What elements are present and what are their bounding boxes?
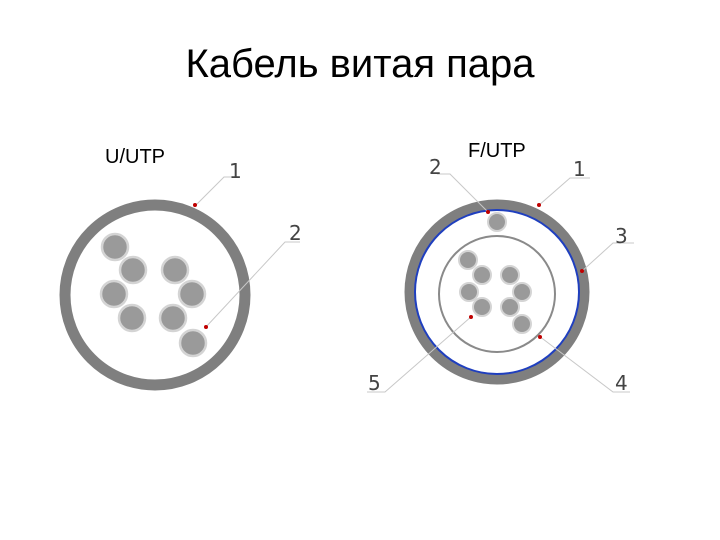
pointer bbox=[580, 269, 584, 273]
ftp-conductors bbox=[458, 212, 532, 334]
ftp-cable: 2 1 3 5 4 bbox=[367, 155, 634, 395]
page-title: Кабель витая пара bbox=[185, 42, 535, 86]
utp-cable: 1 2 bbox=[59, 159, 302, 391]
utp-conductors bbox=[99, 232, 208, 358]
ftp-callout-2: 2 bbox=[429, 155, 442, 179]
conductor bbox=[512, 282, 532, 302]
conductor bbox=[117, 303, 147, 333]
conductor bbox=[512, 314, 532, 334]
conductor bbox=[99, 279, 129, 309]
conductor bbox=[459, 282, 479, 302]
leader-line bbox=[580, 242, 634, 273]
ftp-foil bbox=[414, 209, 580, 375]
leader-line bbox=[437, 173, 490, 214]
utp-label: U/UTP bbox=[105, 146, 165, 168]
conductor bbox=[118, 255, 148, 285]
conductor bbox=[160, 255, 190, 285]
conductor bbox=[458, 250, 478, 270]
utp-jacket bbox=[59, 199, 251, 391]
conductor bbox=[178, 328, 208, 358]
ftp-callout-1: 1 bbox=[573, 157, 586, 181]
drain-wire bbox=[487, 212, 507, 232]
leader-line bbox=[538, 335, 630, 393]
pointer bbox=[537, 203, 541, 207]
conductor bbox=[158, 303, 188, 333]
leader-line bbox=[537, 177, 590, 207]
pointer bbox=[193, 203, 197, 207]
conductor bbox=[472, 297, 492, 317]
conductor bbox=[177, 279, 207, 309]
leader-line bbox=[193, 176, 238, 208]
pointer bbox=[486, 210, 490, 214]
utp-callout-2: 2 bbox=[289, 221, 302, 245]
ftp-callout-5: 5 bbox=[368, 371, 381, 395]
pointer bbox=[204, 325, 208, 329]
conductor bbox=[100, 232, 130, 262]
utp-callout-1: 1 bbox=[229, 159, 242, 183]
leader-line bbox=[367, 315, 473, 393]
ftp-label: F/UTP bbox=[468, 140, 526, 162]
ftp-callout-3: 3 bbox=[615, 224, 628, 248]
leader-line bbox=[204, 241, 300, 329]
ftp-inner-sheath bbox=[438, 235, 556, 353]
conductor bbox=[472, 265, 492, 285]
pointer bbox=[469, 315, 473, 319]
ftp-callout-4: 4 bbox=[615, 371, 628, 395]
conductor bbox=[500, 297, 520, 317]
pointer bbox=[538, 335, 542, 339]
conductor bbox=[500, 265, 520, 285]
